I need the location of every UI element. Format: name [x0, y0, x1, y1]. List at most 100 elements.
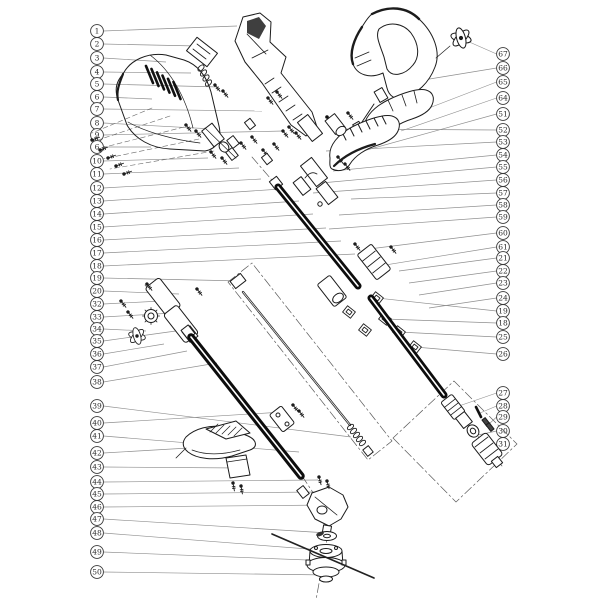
callout-number: 19 — [498, 307, 508, 316]
callout-circle — [496, 276, 510, 290]
callout-number: 53 — [498, 138, 508, 147]
small-motor-part-drawing — [324, 113, 347, 137]
right-callout-22: 22 — [408, 264, 510, 284]
callout-number: 37 — [92, 363, 102, 372]
left-callout-43: 43 — [90, 460, 242, 474]
callout-circle — [90, 360, 104, 374]
right-callout-61: 61 — [378, 240, 510, 267]
callout-circle — [496, 61, 510, 75]
left-callout-12: 12 — [90, 178, 262, 195]
callout-circle — [496, 347, 510, 361]
leader-line — [398, 257, 497, 272]
callout-number: 49 — [92, 548, 102, 557]
left-callout-7: 7 — [90, 102, 263, 116]
tube-bracket-drawing — [269, 406, 295, 432]
callout-circle — [90, 102, 104, 116]
left-callout-6: 6 — [90, 90, 153, 104]
callout-number: 11 — [92, 170, 102, 179]
leader-line — [103, 532, 322, 551]
leader-line — [103, 300, 162, 305]
left-callout-19: 19 — [90, 271, 244, 285]
callout-circle — [496, 226, 510, 240]
callout-number: 36 — [92, 350, 102, 359]
trimmer-line-drawing — [271, 533, 375, 579]
left-callout-4: 4 — [90, 65, 192, 79]
callout-number: 41 — [92, 432, 102, 441]
callout-number: 5 — [95, 80, 100, 89]
callout-number: 38 — [92, 378, 102, 387]
callout-number: 17 — [92, 249, 102, 258]
callout-number: 51 — [498, 110, 508, 119]
right-callout-67: 67 — [466, 40, 510, 61]
left-callout-2: 2 — [90, 37, 198, 51]
callout-number: 10 — [92, 157, 102, 166]
leader-line — [328, 216, 497, 230]
callout-number: 20 — [92, 287, 102, 296]
callout-number: 35 — [92, 337, 102, 346]
callout-number: 6 — [95, 143, 100, 152]
callout-circle — [90, 399, 104, 413]
leader-line — [455, 392, 497, 408]
right-callout-54: 54 — [332, 148, 510, 172]
callout-number: 47 — [92, 515, 102, 524]
callout-number: 60 — [498, 229, 508, 238]
leader-line — [362, 113, 497, 152]
leader-line — [103, 157, 209, 162]
callout-number: 25 — [498, 333, 508, 342]
right-callout-65: 65 — [428, 75, 510, 109]
leader-line — [408, 270, 497, 284]
right-callout-23: 23 — [418, 276, 510, 296]
callout-number: 4 — [95, 68, 100, 77]
right-callout-58: 58 — [338, 198, 510, 216]
leader-line — [103, 43, 198, 47]
callout-number: 48 — [92, 529, 102, 538]
callout-number: 28 — [498, 402, 508, 411]
right-callout-26: 26 — [414, 346, 510, 361]
coupler-stack-drawing — [441, 394, 504, 469]
callout-circle — [496, 316, 510, 330]
callout-number: 31 — [498, 440, 508, 449]
callout-circle — [496, 107, 510, 121]
callout-number: 24 — [498, 294, 508, 303]
callout-number: 57 — [498, 189, 508, 198]
guard-drawing — [175, 420, 256, 460]
callout-number: 58 — [498, 201, 508, 210]
leader-line — [332, 154, 497, 172]
callout-layer: 1234567896101112131415161718192032333435… — [90, 24, 510, 579]
leader-line — [338, 204, 497, 216]
left-callout-6: 6 — [90, 140, 151, 154]
callout-number: 44 — [92, 478, 102, 487]
leader-line — [103, 479, 319, 483]
callout-number: 52 — [498, 126, 508, 135]
leader-line — [350, 192, 497, 200]
callout-number: 65 — [498, 78, 508, 87]
trigger-clamp-cluster-drawing — [292, 156, 339, 207]
callout-number: 16 — [92, 236, 102, 245]
right-callout-18: 18 — [384, 316, 510, 330]
callout-number: 14 — [92, 210, 102, 219]
wing-knob-small-drawing — [127, 326, 147, 346]
leader-line — [103, 466, 242, 469]
left-callout-48: 48 — [90, 526, 322, 551]
main-housing-drawing — [234, 12, 324, 142]
callout-number: 64 — [498, 94, 508, 103]
right-callout-51: 51 — [362, 107, 510, 152]
callout-circle — [90, 526, 104, 540]
callout-number: 50 — [92, 568, 102, 577]
right-callout-19: 19 — [376, 297, 510, 318]
left-callout-45: 45 — [90, 487, 317, 501]
callout-number: 26 — [498, 350, 508, 359]
screws-drawing — [89, 82, 398, 419]
leader-line — [312, 179, 497, 194]
leader-line — [103, 122, 214, 130]
callout-number: 15 — [92, 223, 102, 232]
callout-number: 32 — [92, 300, 102, 309]
leader-line — [103, 25, 238, 32]
callout-number: 67 — [498, 50, 508, 59]
left-callout-8: 8 — [90, 116, 214, 130]
leader-line — [488, 416, 497, 425]
leader-line — [414, 346, 497, 355]
leader-line — [103, 200, 300, 215]
